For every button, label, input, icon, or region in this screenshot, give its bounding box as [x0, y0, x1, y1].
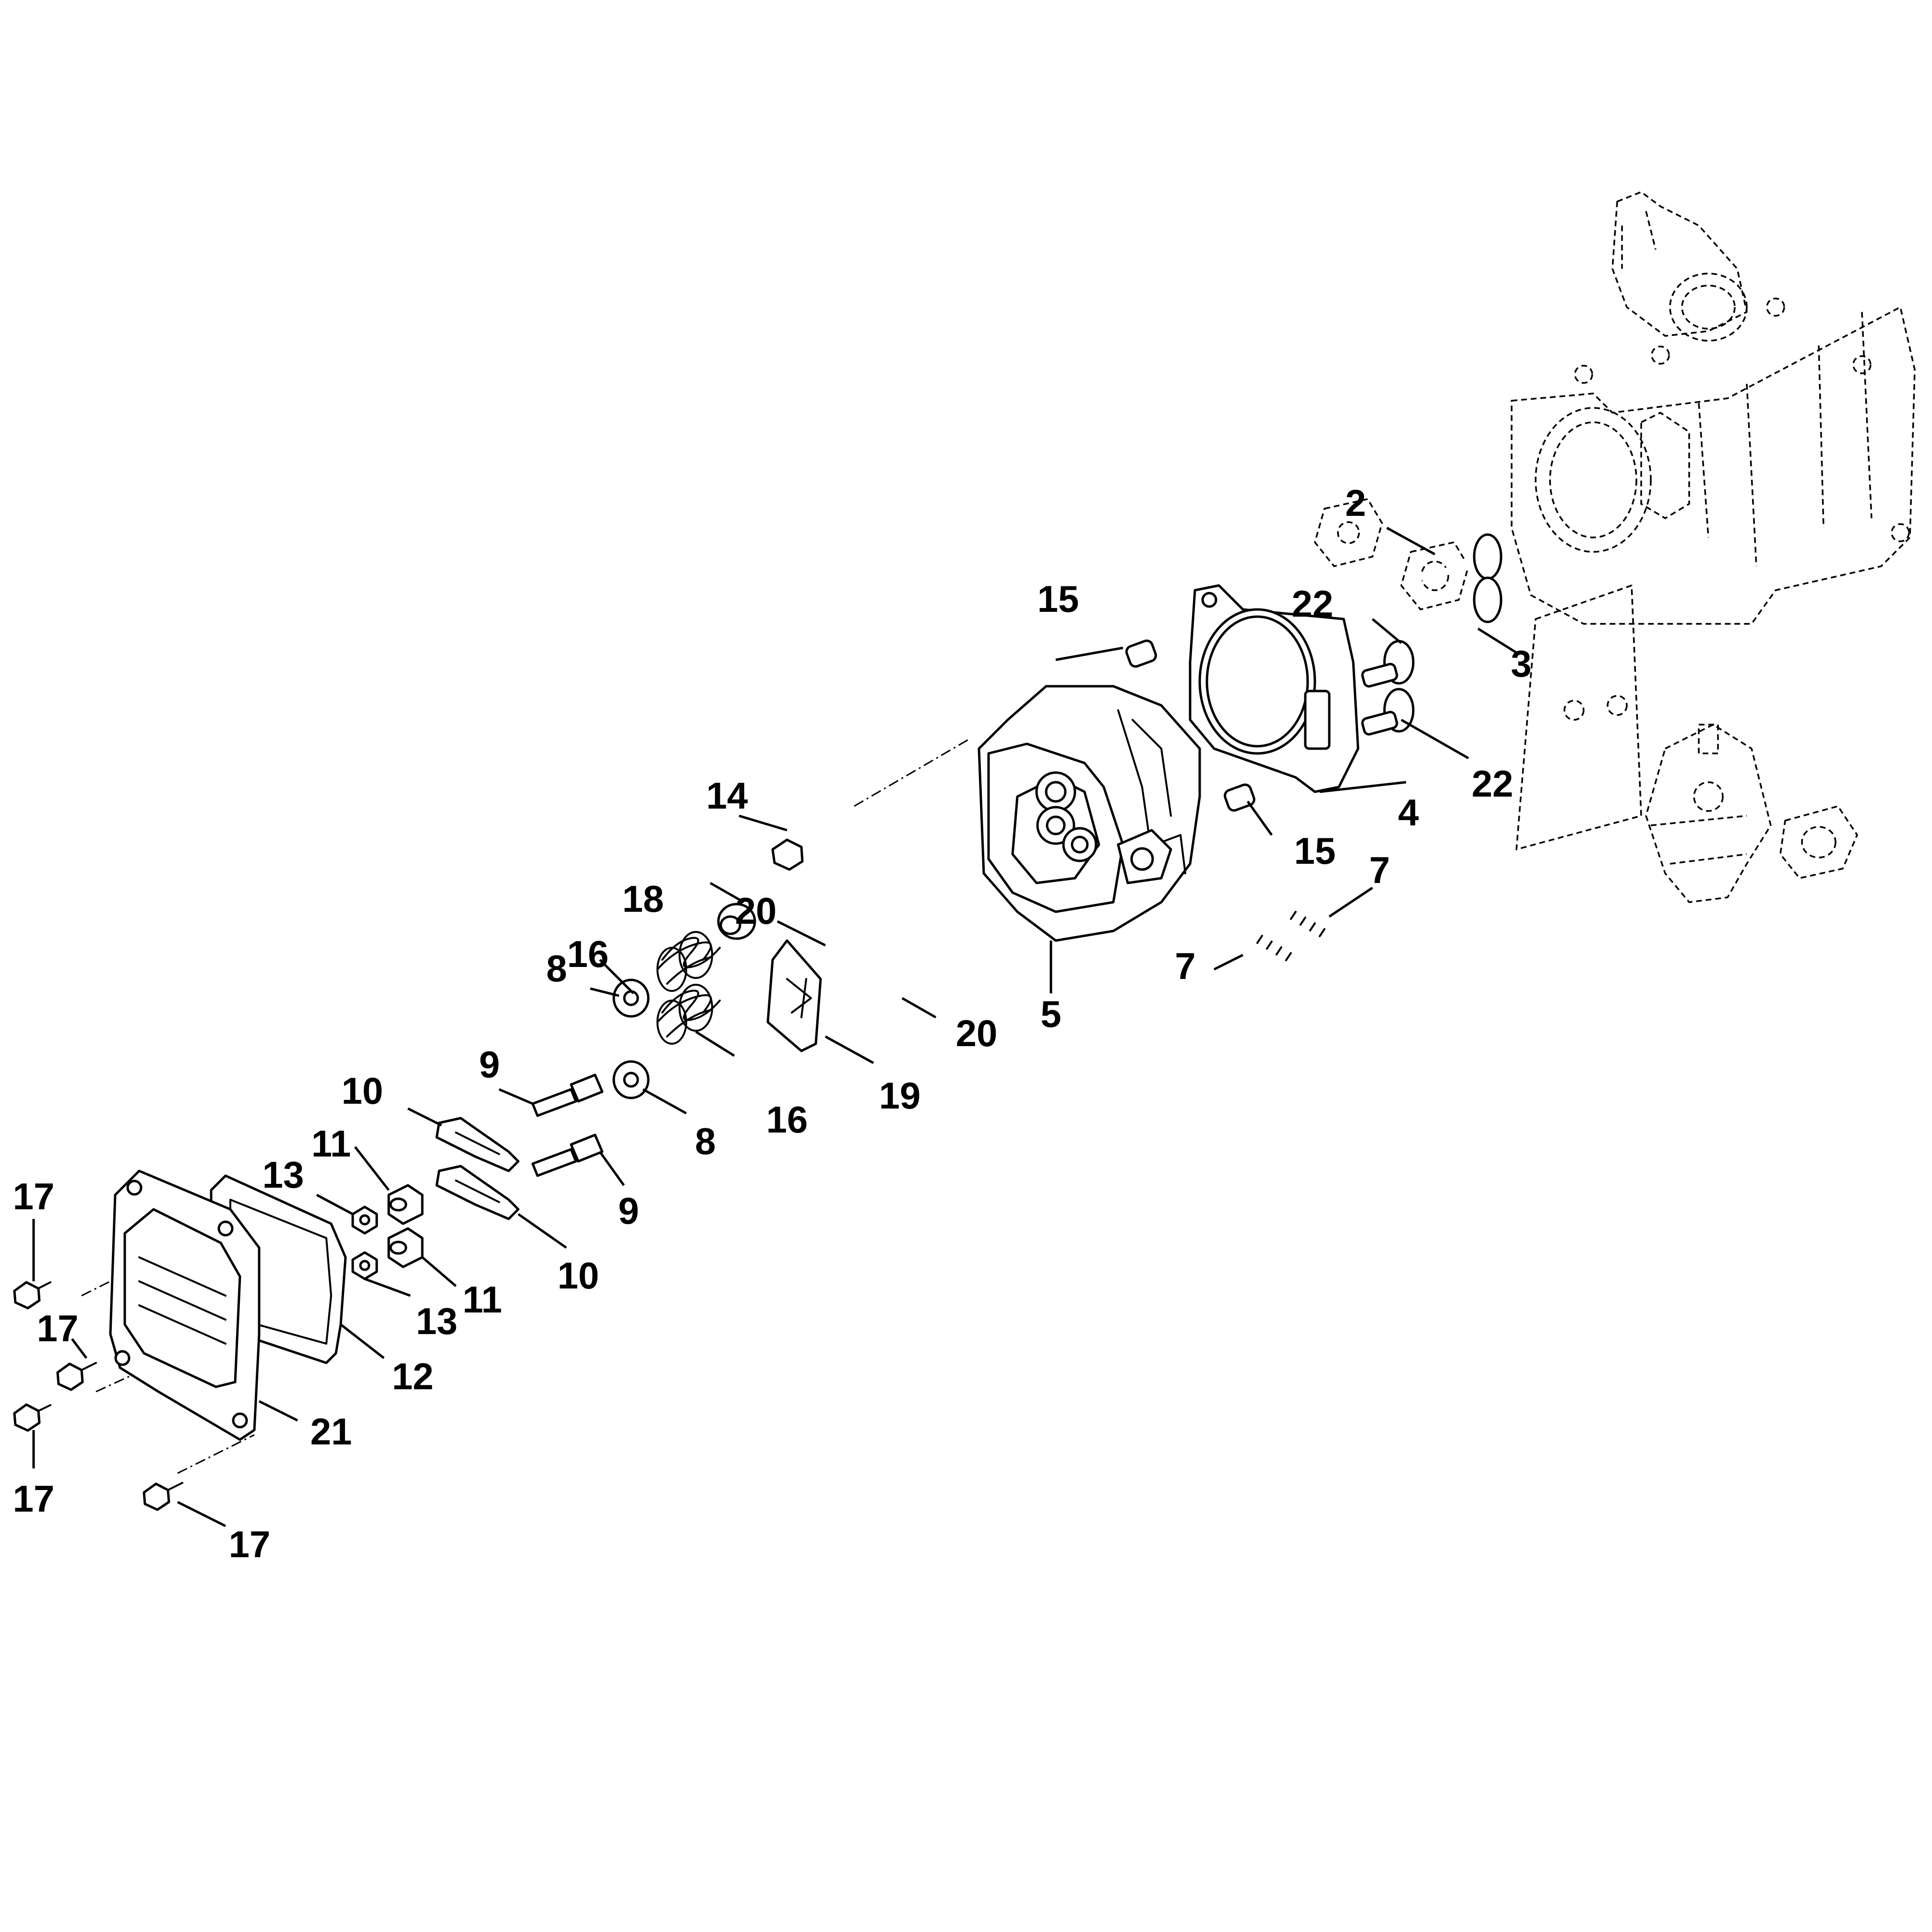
callout-4: 4: [1398, 791, 1419, 834]
callout-3: 3: [1511, 643, 1531, 685]
cylinder-head: [978, 685, 1201, 942]
callout-9: 9: [479, 1043, 500, 1085]
flange-bolt: [13, 1281, 51, 1310]
callout-11: 11: [311, 1122, 351, 1165]
flange-bolt: [143, 1482, 183, 1511]
callout-17: 17: [13, 1175, 55, 1217]
rocker-arm-pivot: [387, 1227, 424, 1268]
callout-2: 2: [1345, 482, 1366, 524]
callout-7: 7: [1175, 945, 1195, 987]
callout-8: 8: [546, 947, 567, 990]
valve-stem-seal: [1361, 688, 1415, 736]
callout-5: 5: [1040, 993, 1061, 1035]
leader-lines: [32, 526, 1517, 1527]
push-rod: [821, 927, 981, 1012]
callout-16: 16: [766, 1098, 808, 1141]
callout-11: 11: [463, 1278, 502, 1321]
intake-gasket-reference: [1314, 498, 1383, 567]
cylinder-head-gasket: [1189, 584, 1360, 793]
callout-15: 15: [1038, 578, 1079, 620]
callout-17: 17: [229, 1523, 271, 1565]
dowel-pin: [1224, 783, 1255, 812]
rocker-arm-nut: [351, 1251, 378, 1280]
spring-washer: [612, 1060, 650, 1099]
callout-17: 17: [37, 1307, 79, 1349]
callout-22: 22: [1472, 763, 1514, 805]
callout-13: 13: [262, 1154, 304, 1196]
exhaust-valve: [1408, 533, 1503, 584]
callout-18: 18: [622, 878, 664, 920]
rocker-arm-nut: [351, 1205, 378, 1235]
push-rod: [821, 881, 978, 962]
carburetor-reference: [1645, 724, 1772, 903]
rocker-arm-pivot: [387, 1184, 424, 1225]
engine-crankcase-reference: [1511, 191, 1916, 625]
callout-20: 20: [956, 1012, 998, 1054]
callout-19: 19: [879, 1074, 921, 1117]
dowel-pin: [1125, 639, 1157, 668]
valve-spring: [656, 931, 721, 992]
rocker-arm-stud: [531, 1133, 604, 1177]
callout-13: 13: [416, 1300, 458, 1342]
rocker-arm: [435, 1165, 520, 1220]
callout-7: 7: [1369, 849, 1390, 891]
rocker-arm-stud: [531, 1073, 604, 1117]
callout-8: 8: [695, 1120, 716, 1162]
callout-14: 14: [706, 775, 748, 817]
spring-washer: [612, 978, 650, 1018]
callout-20: 20: [735, 890, 777, 932]
callout-12: 12: [392, 1355, 434, 1397]
carburetor-plate-reference: [1515, 584, 1642, 850]
callout-16: 16: [567, 933, 609, 975]
push-rod-guide-plate: [766, 939, 822, 1052]
valve-stem-seal: [1361, 640, 1415, 688]
flange-bolt: [56, 1362, 97, 1391]
rocker-arm: [435, 1117, 520, 1172]
callout-15: 15: [1294, 830, 1336, 872]
intake-valve: [1406, 576, 1503, 629]
callout-21: 21: [310, 1410, 352, 1453]
flange-bolt: [13, 1403, 51, 1432]
valve-spring: [656, 984, 721, 1045]
callout-9: 9: [618, 1190, 639, 1232]
callout-17: 17: [13, 1478, 55, 1520]
callout-labels: 2 3 4 5 7 7 8 8 9 9 10 10 11 11 12 13 13…: [13, 482, 1532, 1565]
rocker-cover: [109, 1169, 261, 1441]
callout-10: 10: [558, 1254, 599, 1297]
head-bolt: [771, 812, 863, 871]
callout-10: 10: [342, 1070, 383, 1112]
stud: [1182, 889, 1304, 963]
carburetor-gasket-reference: [1779, 805, 1858, 879]
stud: [1216, 863, 1337, 939]
callout-22: 22: [1292, 583, 1334, 625]
valve-spring-retainer: [717, 903, 756, 940]
